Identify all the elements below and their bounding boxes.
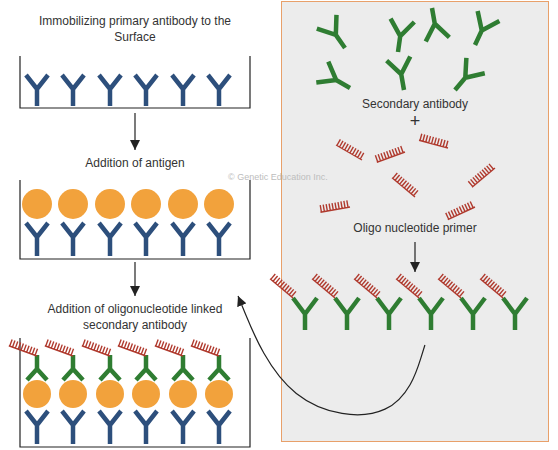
antigen [131,189,161,219]
primary-antibody [208,75,230,106]
panel-label: Oligo nucleotide primer [282,221,548,237]
primary-antibody [172,223,194,256]
flow-arrow [238,296,425,415]
well-panel: Immobilizing primary antibody to the Sur… [20,8,250,113]
oligo-primer [270,273,297,298]
oligo-primer [438,273,465,298]
secondary-antibody [209,355,229,380]
well-panel: Addition of antigen [20,150,250,262]
antigen [169,380,197,408]
secondary-antibody [464,11,499,50]
antigen [205,380,233,408]
oligo-primer [118,339,149,356]
oligo-primer [312,273,339,298]
secondary-antibody [100,355,120,380]
oligo-primer [396,273,423,298]
primary-antibody [62,75,84,106]
primary-antibody [99,75,121,106]
well-outline [20,56,250,108]
antigen [96,380,124,408]
oligo-primer [419,133,450,148]
oligo-primer [392,172,419,197]
well-panel: Addition of oligonucleotide linked secon… [20,296,250,448]
secondary-antibody [63,355,83,380]
primary-antibody [99,223,121,256]
step-heading: Immobilizing primary antibody to the Sur… [20,14,250,45]
oligo-primer [336,139,365,160]
oligo-primer [191,339,222,356]
secondary-antibody [386,19,414,54]
primary-antibody [135,75,157,106]
conjugated-antibody [293,298,317,330]
oligo-primer [45,339,76,356]
step-arrow [414,242,415,272]
primary-antibody [172,75,194,106]
conjugated-antibody [419,298,443,330]
primary-antibody [135,411,157,444]
antigen [204,189,234,219]
primary-antibody [26,75,48,106]
secondary-antibody [136,355,156,380]
oligo-primer [468,163,495,188]
secondary-antibody [316,62,356,99]
preparation-panel: Secondary antibody+ Oligo nucleotide prim… [281,1,549,442]
panel-label: Secondary antibody [282,97,548,113]
well-outline [20,180,250,259]
secondary-antibody [27,355,47,380]
conjugated-antibody [461,298,485,330]
primary-antibody [135,223,157,256]
oligo-primer [354,273,381,298]
plus-sign: + [282,110,548,133]
oligo-primer [319,200,350,212]
conjugated-antibody [335,298,359,330]
oligo-primer [9,339,40,356]
primary-antibody [26,223,48,256]
conjugated-antibody [377,298,401,330]
oligo-primer [82,339,113,356]
oligo-primer [445,201,475,220]
primary-antibody [62,411,84,444]
step-heading: Addition of oligonucleotide linked secon… [20,302,250,333]
primary-antibody [208,411,230,444]
antigen [168,189,198,219]
antigen [58,189,88,219]
flow-arrow [134,262,135,296]
step-heading: Addition of antigen [20,156,250,172]
secondary-antibody [317,15,355,55]
primary-antibody [208,223,230,256]
primary-antibody [172,411,194,444]
antigen [95,189,125,219]
flow-arrow [134,113,135,150]
conjugated-antibody [503,298,527,330]
secondary-antibody [420,6,449,42]
oligo-primer [480,273,507,298]
primary-antibody [62,223,84,256]
secondary-antibody [446,58,485,98]
primary-antibody [26,411,48,444]
primary-antibody [99,411,121,444]
oligo-primer [155,339,186,356]
antigen [132,380,160,408]
secondary-antibody [387,56,416,92]
oligo-primer [374,145,405,162]
well-outline [20,338,250,447]
antigen [22,189,52,219]
antigen [23,380,51,408]
secondary-antibody [173,355,193,380]
antigen [59,380,87,408]
